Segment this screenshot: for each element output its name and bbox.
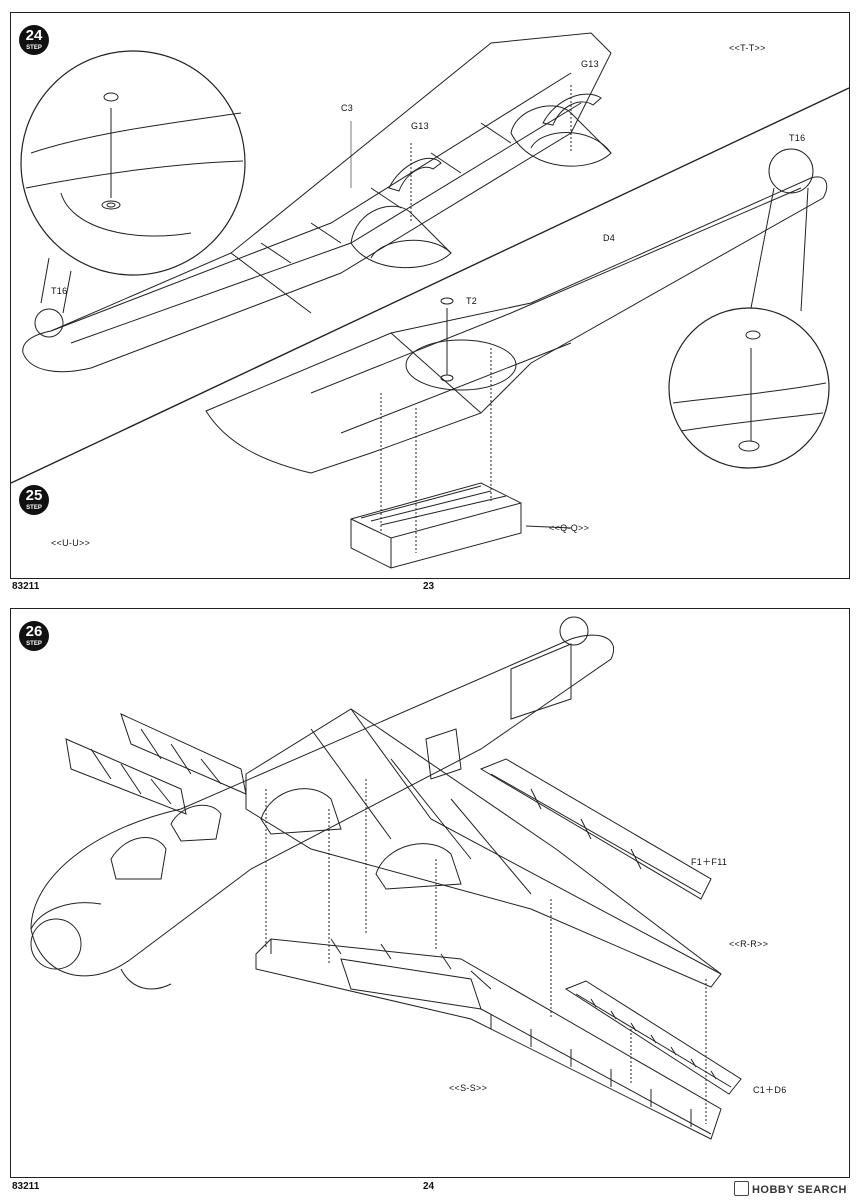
flap-c1-d6 <box>564 980 742 1095</box>
page-number-23: 23 <box>423 581 435 592</box>
wing-upper-drawing <box>22 32 612 373</box>
step-25-number: 25 <box>25 487 43 504</box>
detail-magnifier-left <box>20 50 246 338</box>
step-26-badge: 26 STEP <box>19 621 49 651</box>
part-label-d4: D4 <box>603 233 616 243</box>
assembly-drawing-step-26 <box>30 616 742 1140</box>
step-25-badge: 25 STEP <box>19 485 49 515</box>
instruction-page-23: 24 STEP 25 STEP <<T-T>> <<U-U>> <<Q-Q>> … <box>10 12 850 579</box>
callout-tt: <<T-T>> <box>729 43 766 53</box>
step-24-number: 24 <box>25 27 43 44</box>
step-26-number: 26 <box>25 623 43 640</box>
wing-lower-drawing <box>205 176 828 569</box>
assembly-drawing-steps-24-25 <box>11 32 849 569</box>
flap-f1-f11 <box>479 758 712 900</box>
wing-main-drawing <box>245 708 742 1140</box>
tailplane-drawing <box>65 713 247 815</box>
step-25-word: STEP <box>26 505 42 511</box>
part-label-c1-d6: C1＋D6 <box>753 1085 787 1095</box>
callout-ss: <<S-S>> <box>449 1083 488 1093</box>
hobby-search-watermark: HOBBY SEARCH <box>733 1181 847 1196</box>
instruction-page-24: 26 STEP F1＋F11 <<R-R>> <<S-S>> C1＋D6 <box>10 608 850 1178</box>
part-label-t16-right: T16 <box>789 133 806 143</box>
callout-qq: <<Q-Q>> <box>549 523 590 533</box>
step-24-badge: 24 STEP <box>19 25 49 55</box>
part-label-c3: C3 <box>341 103 354 113</box>
page-number-24: 24 <box>423 1181 435 1192</box>
part-label-f1-f11: F1＋F11 <box>691 857 728 867</box>
part-label-g13-b: G13 <box>581 59 599 69</box>
step-24-word: STEP <box>26 45 42 51</box>
step-26-word: STEP <box>26 641 42 647</box>
part-label-g13-a: G13 <box>411 121 429 131</box>
callout-uu: <<U-U>> <box>51 538 91 548</box>
detail-magnifier-right <box>668 148 830 469</box>
fuselage-drawing <box>30 616 614 990</box>
watermark-text: HOBBY SEARCH <box>751 1184 847 1196</box>
watermark-logo-icon <box>733 1181 749 1196</box>
kit-number-top: 83211 <box>12 581 40 592</box>
part-label-t16-left: T16 <box>51 286 68 296</box>
kit-number-bottom: 83211 <box>12 1181 40 1192</box>
step-divider-line <box>11 87 849 484</box>
callout-rr: <<R-R>> <box>729 939 769 949</box>
part-label-t2: T2 <box>466 296 478 306</box>
